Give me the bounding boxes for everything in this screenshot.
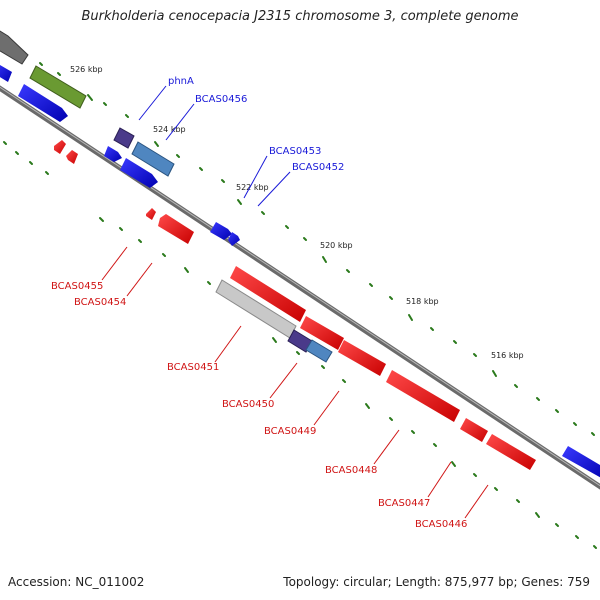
topology-text: Topology: circular; Length: 875,977 bp; … bbox=[283, 575, 590, 589]
scale-label: 522 kbp bbox=[236, 183, 269, 192]
gene-label-BCAS0446[interactable]: BCAS0446 bbox=[415, 519, 467, 530]
gene-block-steel[interactable] bbox=[131, 141, 175, 177]
chromosome-backbone bbox=[0, 85, 600, 490]
gene-arrow-reverse[interactable] bbox=[460, 418, 488, 442]
map-title: Burkholderia cenocepacia J2315 chromosom… bbox=[81, 9, 519, 24]
gene-block-steel[interactable] bbox=[305, 339, 333, 363]
gene-arrow-forward[interactable] bbox=[210, 222, 232, 240]
gene-arrow-reverse[interactable] bbox=[486, 434, 536, 470]
gene-block-purple[interactable] bbox=[287, 329, 313, 353]
gene-arrow-forward[interactable] bbox=[562, 446, 600, 480]
scale-label: 516 kbp bbox=[491, 351, 524, 360]
scale-label: 524 kbp bbox=[153, 125, 186, 134]
scale-ticks bbox=[3, 42, 595, 436]
gene-block-purple[interactable] bbox=[113, 127, 135, 149]
gene-label-BCAS0448[interactable]: BCAS0448 bbox=[325, 465, 377, 476]
gene-arrow-reverse[interactable] bbox=[300, 316, 344, 350]
gene-block-grey[interactable] bbox=[0, 28, 29, 65]
gene-label-BCAS0455[interactable]: BCAS0455 bbox=[51, 281, 103, 292]
gene-arrow-reverse[interactable] bbox=[386, 370, 460, 422]
gene-label-phnA[interactable]: phnA bbox=[168, 76, 194, 87]
scale-label: 520 kbp bbox=[320, 241, 353, 250]
gene-label-BCAS0452[interactable]: BCAS0452 bbox=[292, 162, 344, 173]
accession-text: Accession: NC_011002 bbox=[8, 575, 145, 589]
gene-arrow-forward[interactable] bbox=[104, 146, 122, 162]
gene-label-BCAS0456[interactable]: BCAS0456 bbox=[195, 94, 247, 105]
gene-arrow-forward[interactable] bbox=[120, 158, 158, 188]
forward-features bbox=[0, 28, 600, 480]
scale-label: 518 kbp bbox=[406, 297, 439, 306]
gene-label-BCAS0451[interactable]: BCAS0451 bbox=[167, 362, 219, 373]
gene-label-BCAS0447[interactable]: BCAS0447 bbox=[378, 498, 430, 509]
gene-arrow-reverse[interactable] bbox=[146, 208, 156, 220]
gene-block-olive[interactable] bbox=[29, 65, 87, 109]
gene-arrow-reverse[interactable] bbox=[338, 340, 386, 376]
gene-arrow-reverse[interactable] bbox=[66, 150, 78, 164]
scale-label: 526 kbp bbox=[70, 65, 103, 74]
gene-arrow-forward[interactable] bbox=[228, 232, 240, 246]
gene-arrow-reverse[interactable] bbox=[158, 214, 194, 244]
top-gene-labels: phnA BCAS0456 BCAS0453 BCAS0452 bbox=[138, 76, 344, 207]
gene-arrow-forward[interactable] bbox=[0, 62, 12, 82]
gene-arrow-reverse[interactable] bbox=[230, 266, 306, 322]
gene-label-BCAS0453[interactable]: BCAS0453 bbox=[269, 146, 321, 157]
gene-label-BCAS0449[interactable]: BCAS0449 bbox=[264, 426, 316, 437]
scale-labels: 526 kbp 524 kbp 522 kbp 520 kbp 518 kbp … bbox=[70, 65, 524, 360]
reverse-features bbox=[54, 140, 536, 470]
gene-label-BCAS0454[interactable]: BCAS0454 bbox=[74, 297, 126, 308]
gene-arrow-reverse[interactable] bbox=[54, 140, 66, 154]
gene-arrow-forward[interactable] bbox=[18, 84, 68, 122]
gene-label-BCAS0450[interactable]: BCAS0450 bbox=[222, 399, 274, 410]
bottom-gene-labels: BCAS0455 BCAS0454 BCAS0451 BCAS0450 BCAS… bbox=[51, 246, 489, 530]
